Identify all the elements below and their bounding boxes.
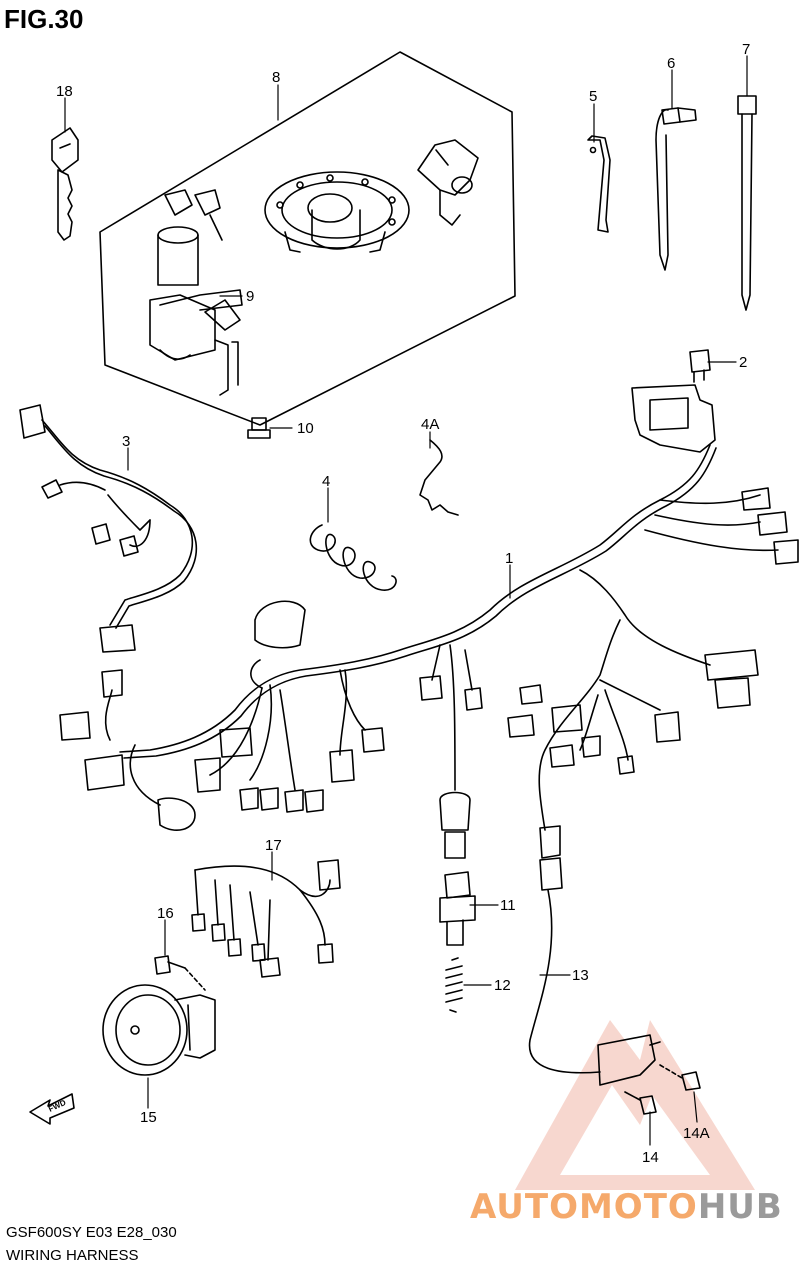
cable-tie-6 [655, 107, 697, 271]
callout-7: 7 [742, 41, 750, 58]
watermark-logo [515, 1020, 755, 1190]
callout-2: 2 [739, 354, 747, 371]
ignition-switch [149, 189, 243, 396]
fuel-cap [264, 171, 410, 253]
neutral-switch-11 [439, 791, 476, 946]
leader-lines [64, 55, 748, 1146]
callout-4A: 4A [421, 416, 439, 433]
callout-10: 10 [297, 420, 314, 437]
callout-8: 8 [272, 69, 280, 86]
bolt-10 [247, 417, 271, 439]
callout-17: 17 [265, 837, 282, 854]
callout-14A: 14A [683, 1125, 710, 1142]
callout-15: 15 [140, 1109, 157, 1126]
callout-16: 16 [157, 905, 174, 922]
clamp-5 [587, 135, 611, 233]
bolt-16 [154, 955, 206, 991]
section-name: WIRING HARNESS [6, 1247, 139, 1264]
horn-15 [102, 984, 216, 1076]
callout-9: 9 [246, 288, 254, 305]
callout-13: 13 [572, 967, 589, 984]
callout-6: 6 [667, 55, 675, 72]
seat-lock [417, 139, 479, 226]
fuse-2 [689, 349, 711, 383]
ignition-lock-set-box [99, 51, 516, 426]
sub-harness-17 [191, 859, 341, 978]
callout-5: 5 [589, 88, 597, 105]
callout-12: 12 [494, 977, 511, 994]
callout-4: 4 [322, 473, 330, 490]
main-harness-1 [104, 444, 779, 831]
callouts: 8 18 5 6 7 2 9 10 3 4A 4 1 17 11 16 13 1… [47, 41, 750, 1166]
watermark-part2: HUB [697, 1187, 783, 1227]
clip-4A [419, 439, 459, 516]
callout-14: 14 [642, 1149, 659, 1166]
connectors [59, 487, 799, 831]
watermark-text: AUTOMOTOHUB [470, 1187, 783, 1227]
callout-11: 11 [500, 897, 516, 914]
key-18 [51, 127, 79, 241]
spring-12 [445, 957, 463, 1013]
fwd-direction-arrow [29, 1093, 75, 1125]
callout-18: 18 [56, 83, 73, 100]
cable-tie-7 [737, 95, 757, 311]
figure-title: FIG.30 [4, 4, 84, 34]
model-code: GSF600SY E03 E28_030 [6, 1224, 177, 1241]
watermark-part1: AUTOMOTO [470, 1187, 698, 1227]
callout-1: 1 [505, 550, 513, 567]
screws-14 [624, 1064, 701, 1115]
sub-harness-3 [19, 404, 198, 653]
callout-3: 3 [122, 433, 130, 450]
harness-boot [254, 600, 306, 649]
clip-4 [309, 524, 397, 591]
sensor-lead-13 [528, 825, 661, 1086]
fuse-box [631, 384, 716, 453]
